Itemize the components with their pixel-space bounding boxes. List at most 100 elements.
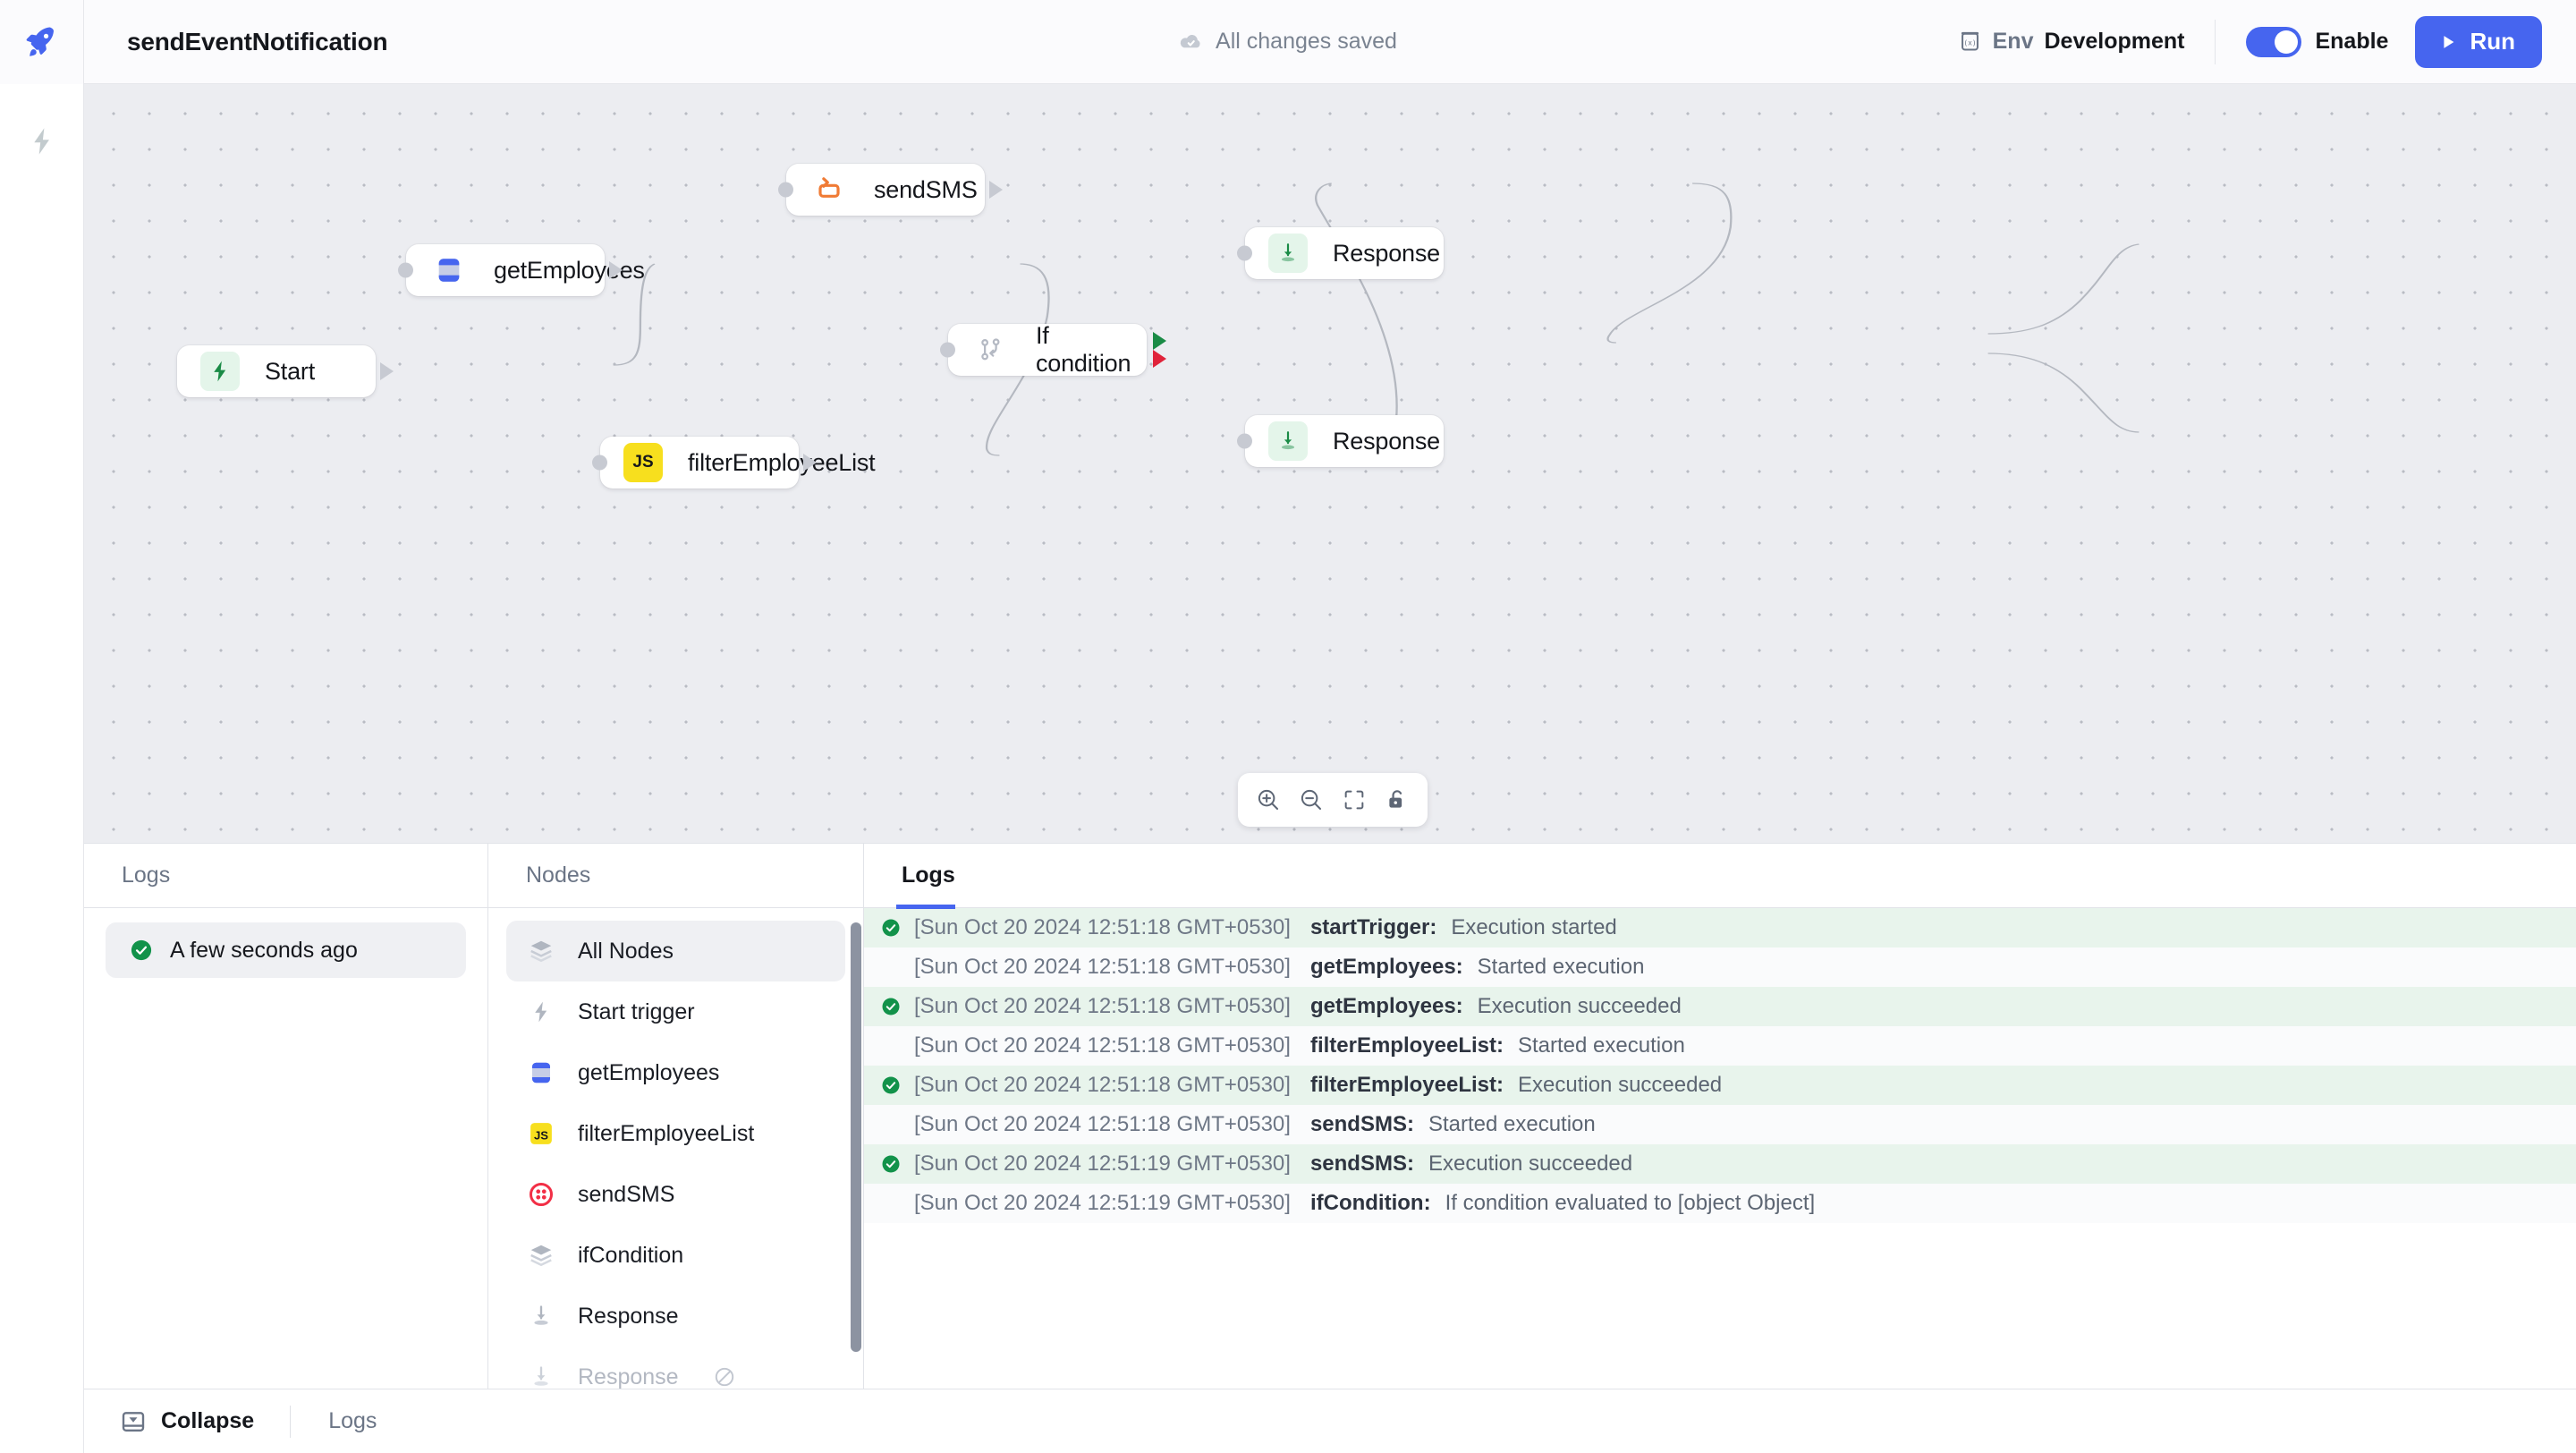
node-input-handle[interactable] [778, 182, 793, 198]
editor-column: Start getEmployees [84, 84, 2576, 1453]
zoom-out-icon [1301, 789, 1321, 810]
canvas-node-getEmployees[interactable]: getEmployees [398, 244, 645, 296]
log-row[interactable]: [Sun Oct 20 2024 12:51:18 GMT+0530] star… [864, 908, 2576, 947]
node-label-filterEmployeeList: filterEmployeeList [688, 448, 876, 476]
flow-canvas[interactable]: Start getEmployees [84, 84, 2576, 843]
nodes-list-scrollbar[interactable] [851, 922, 861, 1352]
log-source: getEmployees: [1309, 994, 1463, 1018]
enable-toggle[interactable] [2246, 26, 2302, 57]
js-icon: JS [632, 453, 654, 472]
node-output-handle[interactable] [803, 454, 817, 472]
log-row[interactable]: [Sun Oct 20 2024 12:51:18 GMT+0530] filt… [864, 1026, 2576, 1066]
canvas-node-ifCondition[interactable]: If condition [940, 322, 1166, 377]
log-message: If condition evaluated to [object Object… [1445, 1191, 1816, 1215]
response-icon [526, 1301, 556, 1331]
zoom-in-button[interactable] [1247, 778, 1290, 821]
collapse-panel-icon [122, 1411, 145, 1432]
node-input-handle[interactable] [1237, 245, 1252, 261]
canvas-node-response-false[interactable]: Response [1237, 415, 1444, 467]
js-icon: JS [526, 1118, 556, 1149]
run-list-item[interactable]: A few seconds ago [106, 922, 466, 978]
runs-panel-header: Logs [84, 844, 487, 908]
log-timestamp: [Sun Oct 20 2024 12:51:18 GMT+0530] [914, 915, 1291, 939]
log-timestamp: [Sun Oct 20 2024 12:51:19 GMT+0530] [914, 1191, 1291, 1215]
node-output-handle[interactable] [380, 362, 394, 380]
run-button-label: Run [2470, 28, 2515, 55]
nodes-list-item-filterEmployeeList[interactable]: JS filterEmployeeList [506, 1103, 845, 1164]
node-output-handle[interactable] [989, 181, 1003, 199]
run-list-item-label: A few seconds ago [170, 937, 358, 963]
nodes-list-item-response-2[interactable]: Response [506, 1347, 845, 1389]
log-source: ifCondition: [1309, 1191, 1431, 1215]
log-row[interactable]: [Sun Oct 20 2024 12:51:18 GMT+0530] getE… [864, 987, 2576, 1026]
log-timestamp: [Sun Oct 20 2024 12:51:18 GMT+0530] [914, 1033, 1291, 1058]
node-label-start: Start [265, 357, 316, 385]
run-button[interactable]: Run [2415, 15, 2542, 68]
app-logo[interactable] [0, 0, 84, 84]
nodes-list-item-label: getEmployees [578, 1059, 720, 1085]
log-row[interactable]: [Sun Oct 20 2024 12:51:19 GMT+0530] ifCo… [864, 1184, 2576, 1223]
log-message: Started execution [1477, 955, 1645, 979]
nodes-list-item-sendSMS[interactable]: sendSMS [506, 1164, 845, 1225]
edge-ifCondition-responseFalse [1987, 353, 2140, 433]
success-check-icon [880, 917, 914, 939]
nodes-list-item-all[interactable]: All Nodes [506, 921, 845, 981]
zoom-out-button[interactable] [1290, 778, 1333, 821]
nodes-list-item-label: Start trigger [578, 998, 695, 1024]
canvas-zoom-toolbar [1238, 773, 1428, 827]
toolbar-divider [2215, 19, 2216, 64]
env-variable-icon: (x) [1961, 31, 1979, 51]
node-input-handle[interactable] [398, 262, 413, 278]
canvas-node-filterEmployeeList[interactable]: JS filterEmployeeList [592, 437, 876, 489]
log-source: sendSMS: [1309, 1151, 1414, 1176]
collapse-button[interactable]: Collapse [120, 1408, 290, 1435]
node-input-handle[interactable] [592, 455, 607, 471]
env-selector[interactable]: (x) Env Development [1958, 29, 2216, 55]
nodes-panel-title: Nodes [526, 862, 591, 888]
nodes-list-item-response-1[interactable]: Response [506, 1286, 845, 1347]
node-output-handle-false[interactable] [1153, 350, 1166, 369]
nodes-list-item-getEmployees[interactable]: getEmployees [506, 1042, 845, 1103]
log-source: startTrigger: [1309, 915, 1437, 939]
log-message: Execution succeeded [1428, 1151, 1633, 1176]
workflow-title: sendEventNotification [127, 27, 388, 55]
log-timestamp: [Sun Oct 20 2024 12:51:18 GMT+0530] [914, 994, 1291, 1018]
node-icon-getEmployees [429, 251, 469, 290]
sidebar-item-triggers[interactable] [19, 118, 65, 165]
tab-logs[interactable]: Logs [864, 844, 975, 909]
log-row[interactable]: [Sun Oct 20 2024 12:51:18 GMT+0530] filt… [864, 1066, 2576, 1105]
success-check-icon [131, 939, 152, 961]
nodes-list-item-ifCondition[interactable]: ifCondition [506, 1225, 845, 1286]
fit-view-button[interactable] [1333, 778, 1376, 821]
log-timestamp: [Sun Oct 20 2024 12:51:19 GMT+0530] [914, 1151, 1291, 1176]
log-source: getEmployees: [1309, 955, 1463, 979]
cloud-check-icon [1180, 35, 1200, 48]
response-icon [1281, 431, 1295, 450]
node-output-handle[interactable] [609, 261, 623, 279]
node-output-handle-true[interactable] [1153, 331, 1166, 350]
lock-button[interactable] [1376, 778, 1419, 821]
nodes-panel: Nodes All Nodes [488, 844, 864, 1389]
nodes-list-item-label: Response [578, 1303, 679, 1329]
success-check-icon [880, 996, 914, 1017]
svg-text:(x): (x) [1963, 38, 1976, 47]
disabled-icon [713, 1365, 736, 1389]
canvas-node-sendSMS[interactable]: sendSMS [778, 164, 1003, 216]
node-icon-response [1268, 234, 1308, 273]
log-row[interactable]: [Sun Oct 20 2024 12:51:18 GMT+0530] send… [864, 1105, 2576, 1144]
bottom-logs-link[interactable]: Logs [328, 1408, 377, 1433]
save-status: All changes saved [1179, 29, 1397, 55]
zoom-in-icon [1258, 789, 1278, 810]
response-icon [1281, 243, 1295, 262]
log-timestamp: [Sun Oct 20 2024 12:51:18 GMT+0530] [914, 955, 1291, 979]
log-row[interactable]: [Sun Oct 20 2024 12:51:19 GMT+0530] send… [864, 1144, 2576, 1184]
canvas-node-response-true[interactable]: Response [1237, 227, 1444, 279]
nodes-list-item-label: sendSMS [578, 1181, 675, 1207]
nodes-list-item-start-trigger[interactable]: Start trigger [506, 981, 845, 1042]
node-input-handle[interactable] [1237, 433, 1252, 449]
log-row[interactable]: [Sun Oct 20 2024 12:51:18 GMT+0530] getE… [864, 947, 2576, 987]
node-input-handle[interactable] [940, 342, 955, 358]
canvas-node-start[interactable]: Start [177, 345, 394, 397]
top-bar: sendEventNotification All changes saved … [0, 0, 2576, 84]
main-body: Start getEmployees [0, 84, 2576, 1453]
